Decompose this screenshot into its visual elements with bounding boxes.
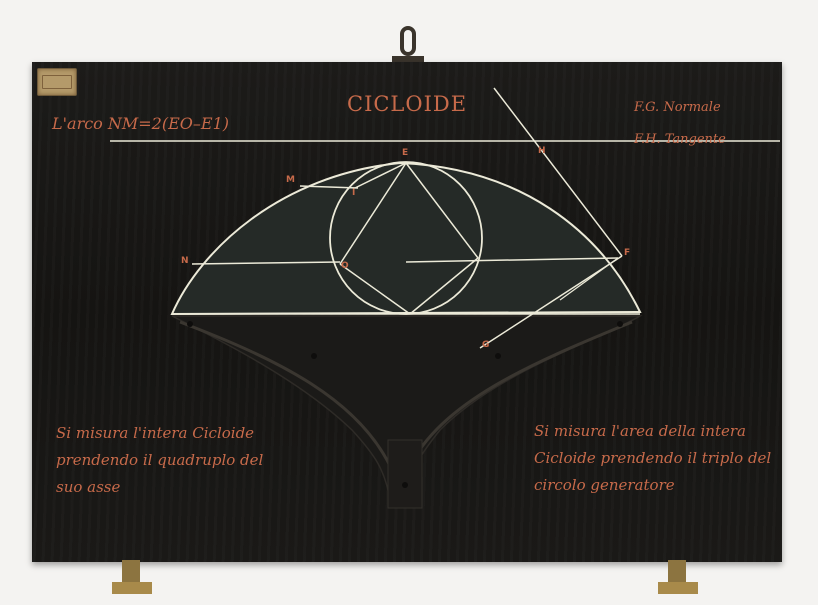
stand-right — [658, 560, 698, 594]
note-area: Si misura l'area della intera Cicloide p… — [534, 422, 772, 494]
hanging-hook — [392, 26, 424, 62]
point-m-label: M — [286, 175, 295, 185]
stand-left — [112, 560, 152, 594]
point-f-label: F — [624, 248, 631, 258]
note-length: Si misura l'intera Cicloide prendendo il… — [56, 424, 264, 496]
cycloid-area — [170, 161, 642, 316]
legend-tangent: F.H. Tangente — [634, 132, 726, 147]
point-i-label: I — [352, 188, 356, 198]
point-g-label: G — [482, 340, 490, 350]
inventory-label — [37, 68, 77, 96]
normal-line — [479, 255, 623, 349]
board-title: CICLOIDE — [347, 92, 468, 116]
bracket-arc-left — [179, 320, 394, 471]
tangent-line — [493, 87, 623, 257]
point-o-label: O — [341, 261, 349, 271]
bracket-arc-right — [406, 320, 633, 471]
point-n-label: N — [181, 256, 189, 266]
point-e-label: E — [402, 148, 409, 158]
legend-normal: F.G. Normale — [634, 100, 721, 115]
arc-formula: L'arco NM=2(EO–E1) — [52, 114, 229, 133]
bracket-foot — [387, 439, 423, 509]
point-h-label: H — [538, 146, 546, 156]
